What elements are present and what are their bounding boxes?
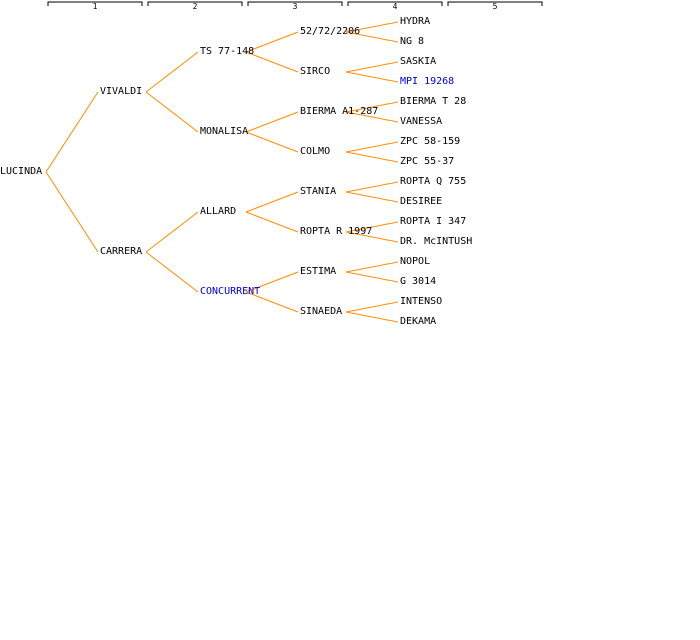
- pedigree-edge: [345, 231, 399, 243]
- pedigree-node: VANESSA: [400, 116, 443, 127]
- pedigree-node: INTENSO: [400, 296, 443, 307]
- generation-bracket: [147, 1, 243, 6]
- pedigree-edge: [345, 311, 399, 323]
- pedigree-edge: [45, 171, 99, 253]
- generation-bracket: [47, 1, 143, 6]
- pedigree-edge: [245, 291, 299, 313]
- generation-header-2: 2: [192, 2, 198, 11]
- pedigree-node: ROPTA R 1997: [300, 226, 373, 237]
- pedigree-edge: [345, 181, 399, 193]
- pedigree-edge: [145, 251, 199, 293]
- pedigree-edge: [245, 191, 299, 213]
- pedigree-edge: [145, 91, 199, 133]
- pedigree-edge: [345, 141, 399, 153]
- pedigree-edge: [345, 71, 399, 83]
- pedigree-edge: [245, 111, 299, 133]
- pedigree-node: ZPC 58-159: [400, 136, 461, 147]
- pedigree-node[interactable]: MPI 19268: [400, 76, 455, 87]
- pedigree-edge: [245, 211, 299, 233]
- pedigree-node: ESTIMA: [300, 266, 337, 277]
- pedigree-node: CARRERA: [100, 246, 143, 257]
- pedigree-node: ZPC 55-37: [400, 156, 455, 167]
- pedigree-edge: [345, 61, 399, 73]
- pedigree-node: HYDRA: [400, 16, 431, 27]
- pedigree-node: SINAEDA: [300, 306, 343, 317]
- pedigree-node: NG 8: [400, 36, 425, 47]
- generation-header-3: 3: [292, 2, 298, 11]
- pedigree-edge: [345, 101, 399, 113]
- pedigree-node: SASKIA: [400, 56, 437, 67]
- pedigree-node: G 3014: [400, 276, 437, 287]
- pedigree-edge: [345, 111, 399, 123]
- pedigree-node: DR. McINTUSH: [400, 236, 473, 247]
- generation-header-4: 4: [392, 2, 398, 11]
- pedigree-node: 52/72/2206: [300, 26, 361, 37]
- generation-header-5: 5: [492, 2, 498, 11]
- pedigree-edge: [345, 271, 399, 283]
- pedigree-edge: [345, 261, 399, 273]
- generation-bracket: [247, 1, 343, 6]
- pedigree-edge: [245, 131, 299, 153]
- pedigree-edge: [245, 271, 299, 293]
- pedigree-node: ROPTA Q 755: [400, 176, 467, 187]
- pedigree-edge: [245, 51, 299, 73]
- generation-bracket: [347, 1, 443, 6]
- pedigree-node: ROPTA I 347: [400, 216, 467, 227]
- pedigree-edge: [345, 301, 399, 313]
- pedigree-edge: [45, 91, 99, 173]
- pedigree-edge: [345, 221, 399, 233]
- pedigree-node: BIERMA A1-287: [300, 106, 379, 117]
- pedigree-edge: [345, 151, 399, 163]
- pedigree-node: VIVALDI: [100, 86, 143, 97]
- pedigree-node: NOPOL: [400, 256, 431, 267]
- pedigree-edge: [345, 191, 399, 203]
- pedigree-node: TS 77-148: [200, 46, 255, 57]
- generation-bracket: [447, 1, 543, 6]
- pedigree-node: COLMO: [300, 146, 331, 157]
- generation-header-1: 1: [92, 2, 98, 11]
- pedigree-node: LUCINDA: [0, 166, 43, 177]
- pedigree-edge: [245, 31, 299, 53]
- pedigree-edge: [145, 211, 199, 253]
- pedigree-node: SIRCO: [300, 66, 331, 77]
- pedigree-edge: [145, 51, 199, 93]
- pedigree-edge: [345, 31, 399, 43]
- pedigree-node: DESIREE: [400, 196, 443, 207]
- pedigree-node: ALLARD: [200, 206, 237, 217]
- pedigree-node[interactable]: CONCURRENT: [200, 286, 261, 297]
- pedigree-node: BIERMA T 28: [400, 96, 467, 107]
- pedigree-node: STANIA: [300, 186, 337, 197]
- pedigree-node: DEKAMA: [400, 316, 437, 327]
- pedigree-edge: [345, 21, 399, 33]
- pedigree-node: MONALISA: [200, 126, 249, 137]
